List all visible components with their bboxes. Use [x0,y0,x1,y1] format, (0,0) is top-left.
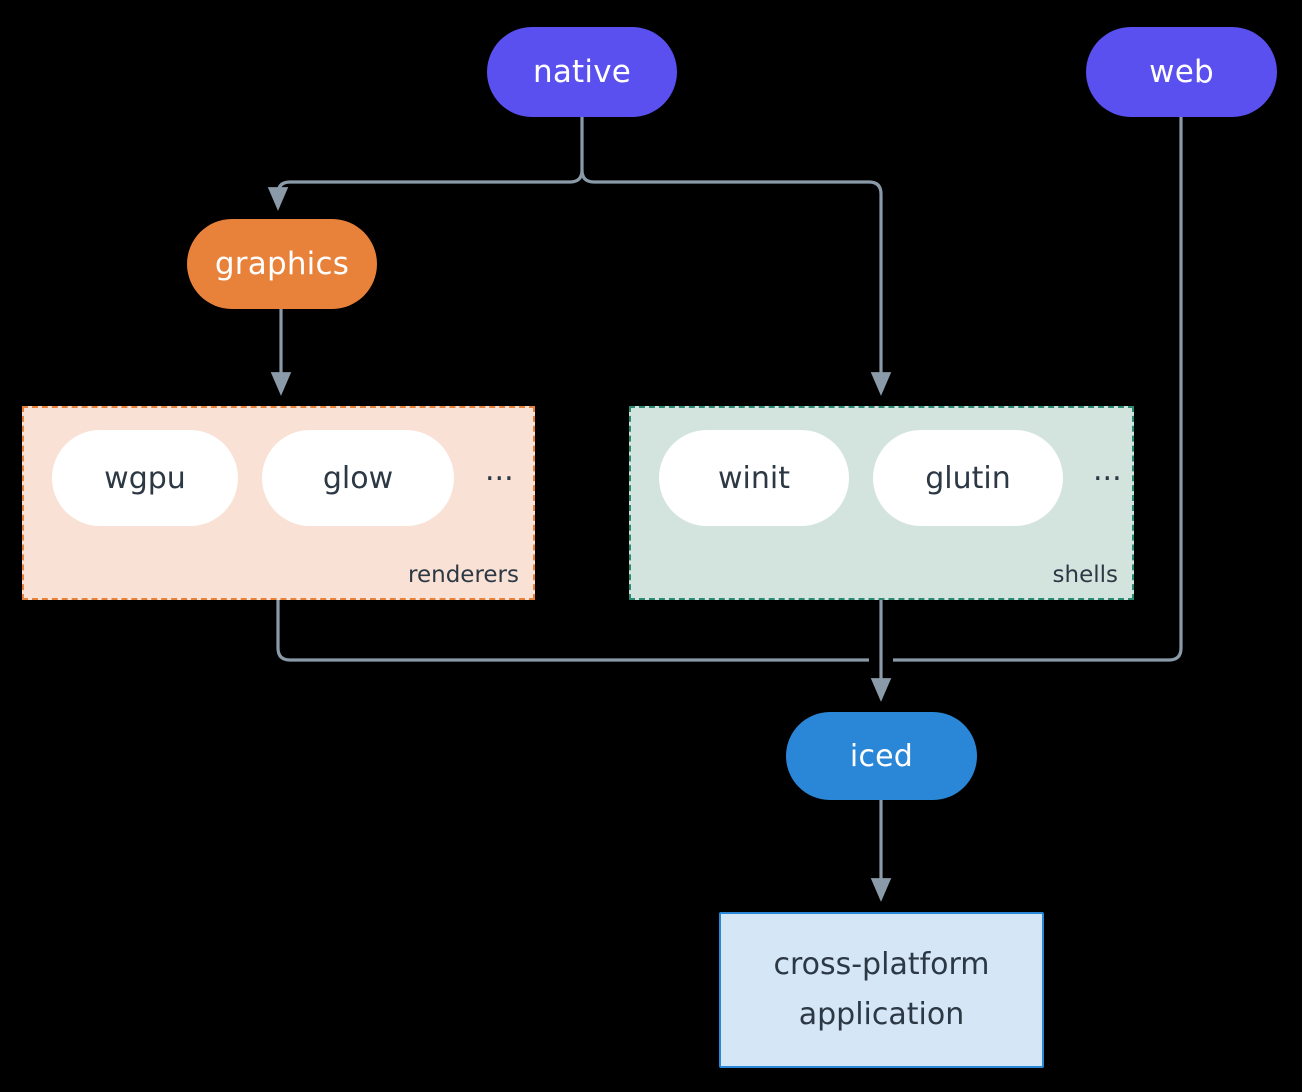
item-wgpu-label: wgpu [104,460,186,496]
node-web[interactable]: web [1086,27,1277,117]
node-graphics[interactable]: graphics [187,219,377,309]
item-glutin-label: glutin [925,460,1011,496]
node-cross-platform-application[interactable]: cross-platform application [719,912,1044,1068]
group-shells[interactable]: winit glutin ... shells [629,406,1134,600]
item-wgpu[interactable]: wgpu [52,430,238,526]
edge-native-shells [580,169,892,396]
node-iced-label: iced [849,738,914,774]
node-native[interactable]: native [487,27,677,117]
node-graphics-label: graphics [214,246,350,282]
node-iced[interactable]: iced [786,712,977,800]
node-web-label: web [1149,54,1214,90]
node-native-label: native [532,54,632,90]
edge-renderers-iced [276,600,869,662]
item-winit-label: winit [718,460,790,496]
shells-overflow-ellipsis: ... [1093,453,1122,488]
item-glow[interactable]: glow [262,430,454,526]
group-renderers[interactable]: wgpu glow ... renderers [22,406,535,600]
renderers-overflow-ellipsis: ... [485,453,514,488]
item-glutin[interactable]: glutin [873,430,1063,526]
edge-native-graphics [267,169,584,211]
group-shells-items: winit glutin ... [631,430,1160,526]
group-shells-label: shells [1052,562,1118,588]
item-glow-label: glow [322,460,394,496]
application-label-line2: application [798,997,965,1032]
application-label-line1: cross-platform [773,946,990,982]
group-renderers-label: renderers [408,562,519,588]
group-renderers-items: wgpu glow ... [24,430,561,526]
item-winit[interactable]: winit [659,430,849,526]
